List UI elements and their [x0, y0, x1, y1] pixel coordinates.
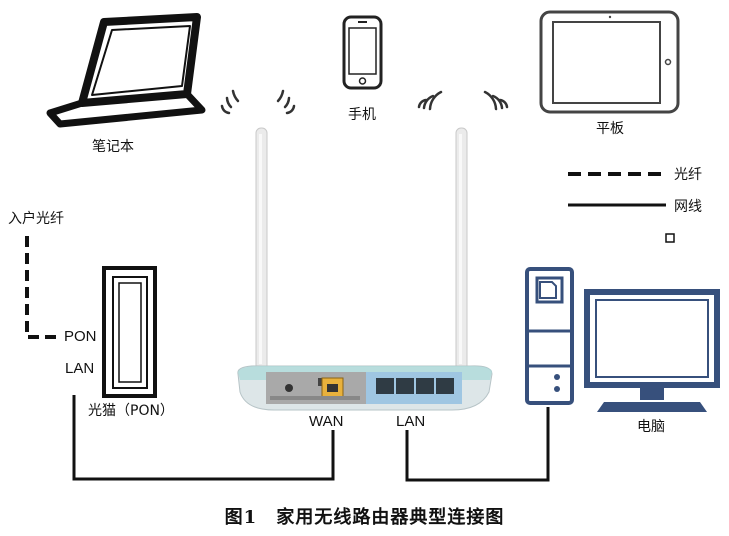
ethernet-cable-router-pc	[405, 407, 550, 482]
wifi-signal-icon	[220, 89, 240, 115]
figure-caption: 图1 家用无线路由器典型连接图	[0, 503, 729, 529]
incoming-fiber-label: 入户光纤	[8, 211, 64, 227]
router-antenna	[255, 127, 268, 374]
laptop-label: 笔记本	[92, 139, 134, 155]
phone-icon	[342, 15, 383, 90]
optical-modem	[102, 266, 157, 398]
legend-cable-label: 网线	[674, 199, 702, 215]
router-antenna	[455, 127, 468, 374]
wifi-signal-icon	[276, 89, 296, 115]
wifi-signal-icon	[483, 90, 509, 111]
fiber-line	[25, 236, 60, 339]
modem-pon-label: PON	[64, 328, 97, 345]
tablet-icon	[539, 10, 680, 114]
router	[237, 365, 493, 411]
modem-lan-label: LAN	[65, 360, 95, 377]
legend-marker	[665, 233, 675, 243]
router-wan-label: WAN	[309, 413, 344, 430]
tablet-label: 平板	[596, 121, 624, 137]
legend-fiber-label: 光纤	[674, 167, 702, 183]
modem-label: 光猫（PON）	[88, 403, 174, 419]
ethernet-cable-modem-router	[72, 395, 335, 481]
monitor	[584, 289, 720, 412]
wifi-signal-icon	[417, 90, 443, 111]
figure-number: 图1	[224, 507, 258, 528]
pc-tower	[525, 267, 574, 405]
computer-label: 电脑	[637, 419, 665, 435]
figure-title: 家用无线路由器典型连接图	[276, 507, 505, 528]
router-lan-label: LAN	[396, 413, 426, 430]
phone-label: 手机	[348, 107, 376, 123]
laptop-icon	[46, 13, 206, 128]
